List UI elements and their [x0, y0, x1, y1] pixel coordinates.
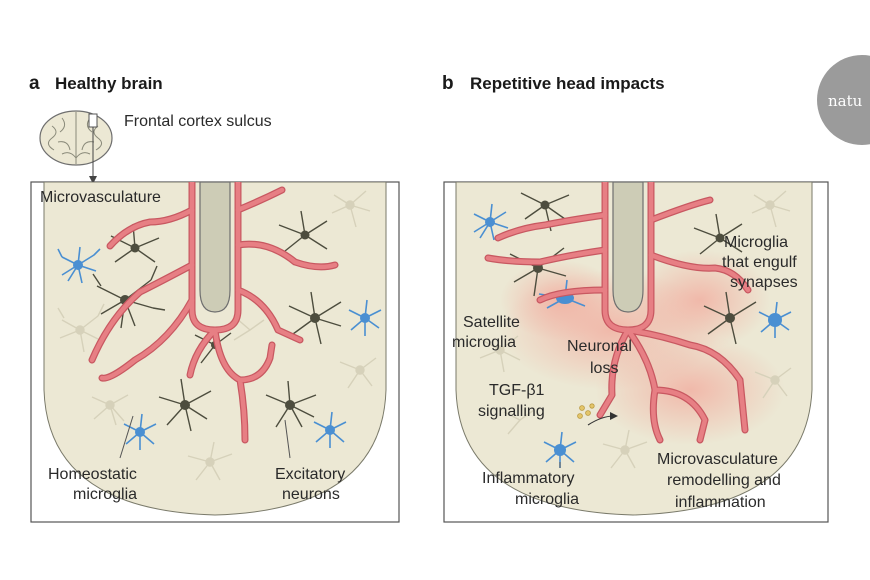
microvasculature-a — [88, 182, 339, 444]
ghost-cells-a — [57, 190, 377, 481]
sulcus-a — [199, 182, 231, 313]
badge-circle — [817, 55, 870, 145]
panel-b: b Repetitive head impacts — [442, 73, 829, 523]
label-remodelling-2: remodelling and — [667, 472, 781, 489]
label-inflammatory-1: Inflammatory — [482, 470, 574, 487]
label-homeostatic-1: Homeostatic — [48, 466, 137, 483]
label-excitatory-1: Excitatory — [275, 466, 345, 483]
label-excitatory-2: neurons — [282, 486, 340, 503]
label-tgf-1: TGF-β1 — [489, 382, 545, 399]
label-engulf-3: synapses — [730, 274, 798, 291]
panel-b-title: Repetitive head impacts — [470, 74, 665, 93]
label-inflammatory-2: microglia — [515, 491, 579, 508]
label-tgf-2: signalling — [478, 403, 545, 420]
badge-text: natu — [828, 92, 863, 110]
sulcus-b — [612, 182, 644, 313]
label-microvasculature: Microvasculature — [40, 189, 161, 206]
publisher-badge: natu — [817, 55, 870, 145]
ghost-cells-b — [479, 190, 792, 469]
brain-label: Frontal cortex sulcus — [124, 113, 272, 130]
panel-b-letter: b — [442, 73, 454, 94]
brain-icon — [39, 110, 113, 184]
panel-a: a Healthy brain Frontal cortex sulcus — [29, 73, 400, 523]
microvasculature-b — [484, 182, 752, 444]
label-neuronal-loss-1: Neuronal — [567, 338, 632, 355]
homeostatic-microglia-a — [57, 246, 382, 450]
label-neuronal-loss-2: loss — [590, 360, 618, 377]
panel-a-title: Healthy brain — [55, 74, 163, 93]
label-satellite-2: microglia — [452, 334, 516, 351]
label-remodelling-1: Microvasculature — [657, 451, 778, 468]
label-homeostatic-2: microglia — [73, 486, 137, 503]
label-remodelling-3: inflammation — [675, 494, 766, 511]
panel-a-letter: a — [29, 73, 40, 94]
label-satellite-1: Satellite — [463, 314, 520, 331]
tgf-signal-dots — [577, 403, 595, 419]
label-engulf-1: Microglia — [724, 234, 788, 251]
label-engulf-2: that engulf — [722, 254, 797, 271]
